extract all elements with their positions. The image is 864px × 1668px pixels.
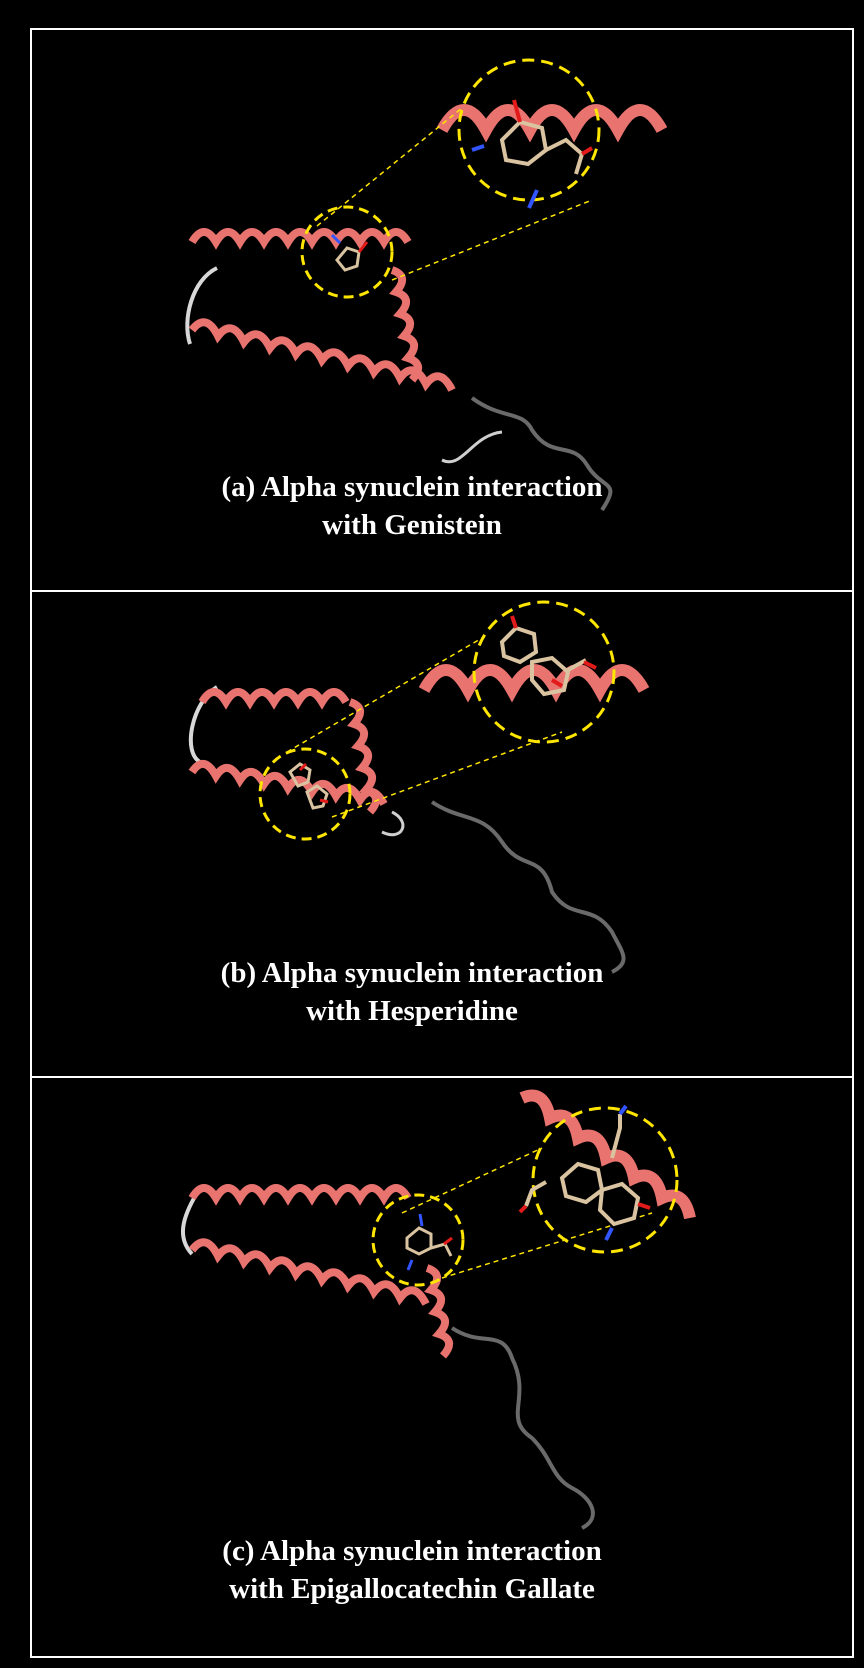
zoom-helix: [442, 110, 662, 130]
panel-c-caption-line2: with Epigallocatechin Gallate: [32, 1570, 792, 1608]
panel-b: (b) Alpha synuclein interaction with Hes…: [32, 592, 852, 1076]
zoom-connector-top: [402, 1148, 542, 1213]
helix-1: [192, 1188, 408, 1198]
zoom-helix: [522, 1096, 690, 1219]
ligand-small: [407, 1214, 452, 1270]
figure-border: (a) Alpha synuclein interaction with Gen…: [30, 28, 854, 1658]
helix-2: [192, 1242, 426, 1304]
panel-b-caption-line1: (b) Alpha synuclein interaction: [32, 954, 792, 992]
helix-3: [392, 270, 418, 380]
panel-c-caption-line1: (c) Alpha synuclein interaction: [32, 1532, 792, 1570]
panel-b-caption-line2: with Hesperidine: [32, 992, 792, 1030]
coil-c-terminus: [432, 802, 624, 972]
helix-1: [192, 232, 408, 242]
helix-1: [202, 692, 346, 702]
zoom-connector-bottom: [392, 200, 592, 280]
binding-site-circle: [302, 207, 392, 297]
coil-c-terminus: [452, 1328, 593, 1528]
panel-a: (a) Alpha synuclein interaction with Gen…: [32, 30, 852, 590]
zoom-connector-top: [317, 108, 462, 226]
panel-a-caption-line1: (a) Alpha synuclein interaction: [32, 468, 792, 506]
panel-a-caption-line2: with Genistein: [32, 506, 792, 544]
panel-c: (c) Alpha synuclein interaction with Epi…: [32, 1078, 852, 1656]
